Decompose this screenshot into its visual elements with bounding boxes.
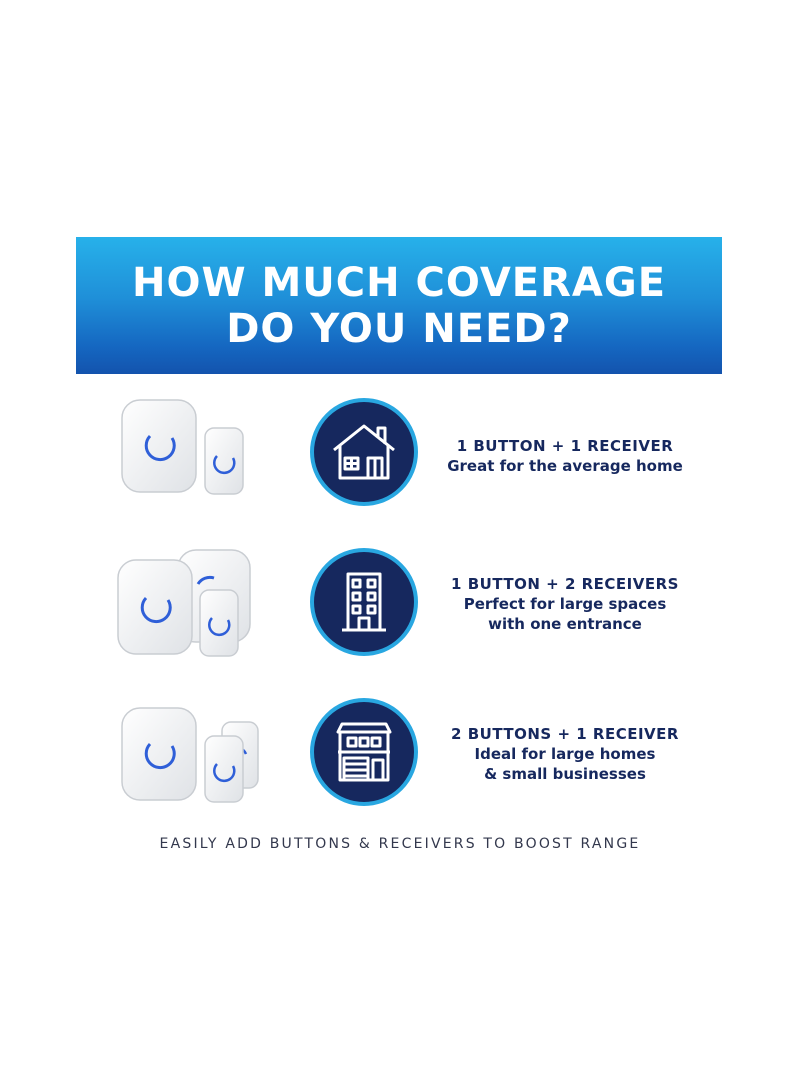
office-building-icon bbox=[310, 548, 418, 656]
coverage-banner: HOW MUCH COVERAGE DO YOU NEED? bbox=[76, 237, 722, 374]
option-detail: & small businesses bbox=[484, 765, 646, 783]
doorbell-kit-2-buttons-1-receiver bbox=[121, 707, 259, 803]
button-unit bbox=[204, 427, 244, 495]
option-detail: Ideal for large homes bbox=[474, 745, 656, 763]
option-detail: Perfect for large spaces bbox=[463, 595, 667, 613]
receiver-unit-front bbox=[117, 559, 193, 655]
doorbell-kit-1-button-2-receivers bbox=[117, 549, 251, 657]
option-description-1: 1 BUTTON + 1 RECEIVER Great for the aver… bbox=[420, 436, 710, 476]
option-heading: 1 BUTTON + 1 RECEIVER bbox=[456, 437, 674, 455]
button-unit bbox=[199, 589, 239, 657]
option-heading: 2 BUTTONS + 1 RECEIVER bbox=[451, 725, 679, 743]
option-row-3: 2 BUTTONS + 1 RECEIVER Ideal for large h… bbox=[0, 698, 800, 818]
option-row-2: 1 BUTTON + 2 RECEIVERS Perfect for large… bbox=[0, 548, 800, 668]
option-description-2: 1 BUTTON + 2 RECEIVERS Perfect for large… bbox=[420, 574, 710, 634]
receiver-unit bbox=[121, 707, 197, 801]
option-heading: 1 BUTTON + 2 RECEIVERS bbox=[451, 575, 679, 593]
receiver-unit bbox=[121, 399, 197, 493]
footer-tagline: EASILY ADD BUTTONS & RECEIVERS TO BOOST … bbox=[159, 836, 641, 852]
storefront-garage-icon bbox=[310, 698, 418, 806]
doorbell-kit-1-button-1-receiver bbox=[121, 399, 244, 495]
option-detail: Great for the average home bbox=[447, 457, 683, 475]
banner-title-line-1: HOW MUCH COVERAGE bbox=[131, 259, 667, 306]
option-detail: with one entrance bbox=[488, 615, 642, 633]
button-unit-front bbox=[204, 735, 244, 803]
banner-title-line-2: DO YOU NEED? bbox=[226, 305, 572, 352]
option-description-3: 2 BUTTONS + 1 RECEIVER Ideal for large h… bbox=[420, 724, 710, 784]
house-icon bbox=[310, 398, 418, 506]
option-row-1: 1 BUTTON + 1 RECEIVER Great for the aver… bbox=[0, 398, 800, 518]
